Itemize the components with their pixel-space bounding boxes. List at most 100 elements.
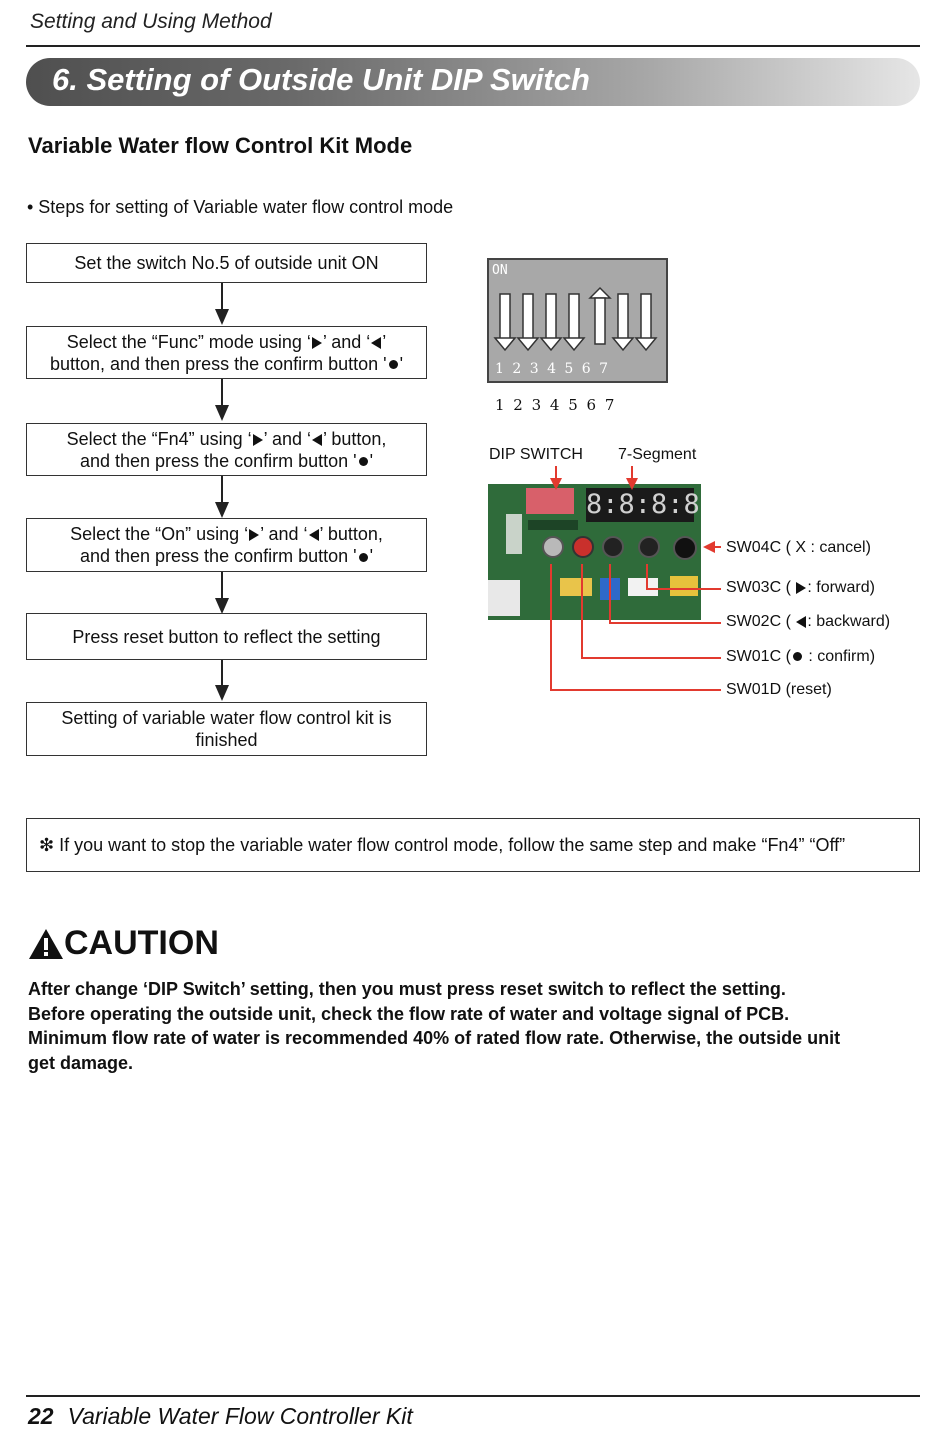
footer-title: Variable Water Flow Controller Kit: [67, 1403, 413, 1429]
sw01c-label-b: : confirm): [803, 648, 876, 665]
red-arrow-left-icon: [703, 541, 715, 553]
flow-step-3-text-d: and then press the confirm button ': [79, 450, 357, 471]
cancel-button[interactable]: [673, 536, 697, 560]
flow-step-3-text-a: Select the “Fn4” using ‘: [66, 428, 252, 449]
caution-line: Minimum flow rate of water is recommende…: [28, 1028, 841, 1048]
dip-switch-levers: [493, 286, 658, 352]
dip-on-label: ON: [492, 263, 508, 278]
red-pointer-line: [609, 622, 721, 624]
header-divider: [26, 45, 920, 47]
flow-step-1: Set the switch No.5 of outside unit ON: [26, 243, 427, 283]
sw01c-label-a: SW01C (: [726, 648, 791, 665]
footer: 22 Variable Water Flow Controller Kit: [28, 1403, 413, 1430]
backward-triangle-icon: [308, 529, 319, 542]
confirm-dot-icon: [358, 457, 368, 467]
red-arrow-down-icon: [626, 478, 638, 490]
forward-triangle-icon: [796, 581, 807, 594]
sw03c-label: SW03C ( : forward): [726, 579, 875, 597]
subtitle: Variable Water flow Control Kit Mode: [28, 133, 413, 158]
flow-step-6-text-a: Setting of variable water flow control k…: [61, 708, 392, 728]
backward-triangle-icon: [312, 433, 323, 446]
flow-step-6: Setting of variable water flow control k…: [26, 702, 427, 756]
caution-heading: CAUTION: [28, 924, 219, 963]
flow-step-2-text-e: ': [399, 353, 404, 374]
confirm-button[interactable]: [572, 536, 594, 558]
steps-intro: • Steps for setting of Variable water fl…: [27, 197, 454, 217]
forward-triangle-icon: [311, 336, 322, 349]
caution-line: get damage.: [28, 1052, 134, 1073]
forward-triangle-icon: [252, 433, 263, 446]
pcb-connector: [628, 578, 658, 596]
footer-divider: [26, 1395, 920, 1397]
dip-numbers-inner: 1 2 3 4 5 6 7: [495, 361, 609, 377]
page-title: 6. Setting of Outside Unit DIP Switch: [52, 62, 590, 97]
flow-step-4: Select the “On” using ‘’ and ‘’ button, …: [26, 518, 427, 572]
forward-button[interactable]: [638, 536, 660, 558]
flow-step-3: Select the “Fn4” using ‘ ’ and ‘ ’ button,…: [26, 423, 427, 476]
flow-step-4-text-e: ': [369, 546, 374, 566]
flow-step-6-text-b: finished: [195, 730, 258, 750]
flow-step-1-text: Set the switch No.5 of outside unit ON: [74, 253, 379, 273]
title-banner: [26, 58, 920, 106]
sw02c-label-b: : backward): [807, 613, 891, 630]
confirm-dot-icon: [388, 360, 398, 370]
red-pointer-line: [581, 564, 583, 658]
pcb-component: [506, 514, 522, 554]
flow-step-4-text-a: Select the “On” using ‘: [70, 524, 249, 544]
flow-step-2-text-b: ’ and ‘: [322, 331, 371, 352]
section-header: Setting and Using Method: [30, 10, 272, 33]
red-pointer-line: [550, 564, 552, 690]
backward-triangle-icon: [796, 615, 807, 628]
flow-step-3-text-c: ’ button,: [323, 428, 387, 449]
note-box: ❇ If you want to stop the variable water…: [26, 818, 920, 872]
flow-step-3-text-e: ': [369, 450, 374, 471]
note-text: ❇ If you want to stop the variable water…: [39, 834, 846, 855]
red-pointer-line: [550, 689, 721, 691]
flow-step-4-text-c: ’ button,: [319, 524, 383, 544]
sw03c-label-b: : forward): [807, 579, 875, 596]
red-pointer-line: [646, 588, 721, 590]
seven-segment-label: 7-Segment: [618, 446, 697, 463]
pcb-dip-switch: [526, 488, 574, 514]
flow-step-4-text-d: and then press the confirm button ': [79, 546, 357, 566]
red-pointer-line: [713, 546, 721, 548]
pcb-connector: [488, 580, 520, 616]
red-arrow-down-icon: [550, 478, 562, 490]
red-pointer-line: [646, 564, 648, 589]
flow-step-5-text: Press reset button to reflect the settin…: [72, 626, 381, 647]
confirm-dot-icon: [358, 552, 368, 562]
pcb-seven-segment-display: 8:8:8:8: [586, 488, 700, 522]
caution-body: After change ‘DIP Switch’ setting, then …: [28, 977, 918, 1075]
pcb-connector: [670, 576, 698, 596]
flow-step-4-text-b: ’ and ‘: [260, 524, 308, 544]
red-pointer-line: [609, 564, 611, 623]
backward-button[interactable]: [602, 536, 624, 558]
sw02c-label: SW02C ( : backward): [726, 613, 890, 631]
pcb-board-image: 8:8:8:8: [488, 484, 701, 620]
flow-step-2-text-c: ’: [382, 331, 387, 352]
pcb-component: [528, 520, 578, 530]
backward-triangle-icon: [371, 336, 382, 349]
pcb-connector: [560, 578, 592, 596]
warning-triangle-icon: [29, 928, 63, 959]
sw04c-label: SW04C ( X : cancel): [726, 539, 871, 556]
caution-title: CAUTION: [64, 924, 219, 962]
caution-line: After change ‘DIP Switch’ setting, then …: [28, 979, 786, 999]
caution-line: Before operating the outside unit, check…: [28, 1003, 790, 1024]
dip-numbers-outer: 1 2 3 4 5 6 7: [495, 396, 615, 414]
flow-step-2-text-d: button, and then press the confirm butto…: [49, 353, 387, 374]
sw01d-label: SW01D (reset): [726, 681, 832, 698]
reset-button[interactable]: [542, 536, 564, 558]
flow-step-2-text-a: Select the “Func” mode using ‘: [66, 331, 311, 352]
red-pointer-line: [631, 466, 633, 480]
sw02c-label-a: SW02C (: [726, 613, 791, 630]
confirm-dot-icon: [792, 652, 802, 662]
sw01c-label: SW01C ( : confirm): [726, 648, 875, 666]
flow-step-2: Select the “Func” mode using ‘ ’ and ‘ ’ b…: [26, 326, 427, 379]
flow-step-3-text-b: ’ and ‘: [263, 428, 312, 449]
dip-switch-label: DIP SWITCH: [489, 446, 583, 463]
page-number: 22: [28, 1403, 54, 1429]
red-pointer-line: [555, 466, 557, 480]
flow-step-5: Press reset button to reflect the settin…: [26, 613, 427, 660]
sw03c-label-a: SW03C (: [726, 579, 791, 596]
